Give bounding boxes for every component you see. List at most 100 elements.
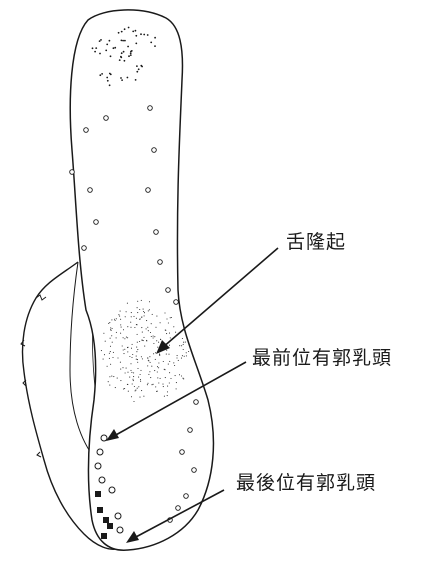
stipple-dot bbox=[110, 346, 111, 347]
vallate-papilla-open bbox=[99, 477, 105, 483]
stipple-dot bbox=[126, 311, 127, 312]
stipple-dot bbox=[105, 341, 106, 342]
stipple-dot bbox=[121, 327, 122, 328]
stipple-dot bbox=[150, 332, 151, 333]
stipple-dot bbox=[141, 327, 142, 328]
stipple-dot bbox=[140, 379, 141, 380]
stipple-dot bbox=[167, 395, 168, 396]
stipple-dot bbox=[154, 370, 155, 371]
stipple-dot bbox=[170, 378, 171, 379]
stipple-dot bbox=[125, 372, 126, 373]
stipple-dot bbox=[176, 388, 177, 389]
stipple-dot bbox=[148, 310, 149, 311]
stipple-dot bbox=[123, 349, 124, 350]
stipple-dot bbox=[118, 314, 119, 315]
stipple-dot bbox=[127, 303, 128, 304]
stipple-dot bbox=[127, 337, 128, 338]
stipple-dot bbox=[113, 376, 114, 377]
stipple-dot bbox=[120, 77, 122, 79]
stipple-dot bbox=[131, 372, 132, 373]
stipple-dot bbox=[164, 396, 165, 397]
stipple-dot bbox=[169, 372, 170, 373]
stipple-dot bbox=[167, 391, 168, 392]
stipple-dot bbox=[124, 60, 126, 62]
stipple-dot bbox=[111, 376, 112, 377]
stipple-dot bbox=[137, 301, 138, 302]
stipple-dot bbox=[182, 378, 183, 379]
stipple-dot bbox=[109, 322, 110, 323]
stipple-dot bbox=[92, 47, 94, 49]
stipple-dot bbox=[160, 322, 161, 323]
stipple-dot bbox=[111, 319, 112, 320]
stipple-dot bbox=[157, 347, 158, 348]
stipple-dot bbox=[124, 28, 126, 30]
papilla-circle bbox=[188, 428, 193, 433]
stipple-dot bbox=[166, 318, 167, 319]
stipple-dot bbox=[178, 360, 179, 361]
stipple-dot bbox=[153, 337, 154, 338]
stipple-dot bbox=[139, 397, 140, 398]
stipple-dot bbox=[101, 73, 103, 75]
stipple-dot bbox=[120, 56, 122, 58]
stipple-dot bbox=[133, 316, 134, 317]
stipple-dot bbox=[153, 384, 154, 385]
stipple-dot bbox=[113, 47, 115, 49]
stipple-dot bbox=[132, 379, 133, 380]
stipple-dot bbox=[136, 318, 137, 319]
stipple-dot bbox=[168, 364, 169, 365]
stipple-dot bbox=[137, 312, 138, 313]
stipple-dot bbox=[156, 316, 157, 317]
papilla-circle bbox=[70, 170, 75, 175]
stipple-dot bbox=[175, 332, 176, 333]
stipple-dot bbox=[137, 362, 138, 363]
stipple-dot bbox=[107, 366, 108, 367]
stipple-dot bbox=[130, 54, 132, 56]
stipple-dot bbox=[140, 65, 142, 67]
stipple-dot bbox=[169, 333, 170, 334]
stipple-dot bbox=[133, 376, 134, 377]
stipple-dot bbox=[123, 388, 124, 389]
stipple-dot bbox=[137, 307, 138, 308]
stipple-dot bbox=[103, 359, 104, 360]
stipple-dot bbox=[122, 345, 123, 346]
stipple-dot bbox=[108, 323, 109, 324]
stipple-dot bbox=[143, 311, 144, 312]
stipple-dot bbox=[159, 353, 160, 354]
stipple-dot bbox=[137, 349, 138, 350]
vallate-papilla-filled bbox=[101, 533, 107, 539]
stipple-dot bbox=[137, 368, 138, 369]
stipple-dot bbox=[168, 322, 169, 323]
stipple-dot bbox=[139, 341, 140, 342]
stipple-dot bbox=[164, 369, 165, 370]
stipple-dot bbox=[181, 375, 182, 376]
papilla-circle bbox=[176, 506, 181, 511]
stipple-dot bbox=[155, 359, 156, 360]
stipple-dot bbox=[158, 362, 159, 363]
stipple-dot bbox=[151, 336, 152, 337]
stipple-dot bbox=[120, 369, 121, 370]
stipple-dot bbox=[155, 327, 156, 328]
vallate-papilla-filled bbox=[97, 507, 103, 513]
stipple-dot bbox=[186, 352, 187, 353]
stipple-dot bbox=[169, 345, 170, 346]
stipple-dot bbox=[177, 355, 178, 356]
stipple-dot bbox=[105, 50, 107, 52]
stipple-dot bbox=[124, 40, 126, 42]
stipple-dot bbox=[127, 351, 128, 352]
papilla-circle bbox=[84, 128, 89, 133]
stipple-dot bbox=[147, 327, 148, 328]
stipple-dot bbox=[127, 384, 128, 385]
stipple-dot bbox=[110, 364, 111, 365]
stipple-dot bbox=[150, 42, 152, 44]
papilla-circle bbox=[194, 400, 199, 405]
stipple-dot bbox=[135, 35, 137, 37]
stipple-dot bbox=[138, 386, 139, 387]
stipple-dot bbox=[153, 353, 154, 354]
stipple-dot bbox=[144, 315, 145, 316]
label-front-vallate: 最前位有郭乳頭 bbox=[252, 349, 392, 368]
stipple-dot bbox=[166, 333, 167, 334]
stipple-dot bbox=[163, 386, 164, 387]
stipple-dot bbox=[119, 59, 121, 61]
stipple-dot bbox=[151, 384, 152, 385]
stipple-dot bbox=[149, 309, 150, 310]
